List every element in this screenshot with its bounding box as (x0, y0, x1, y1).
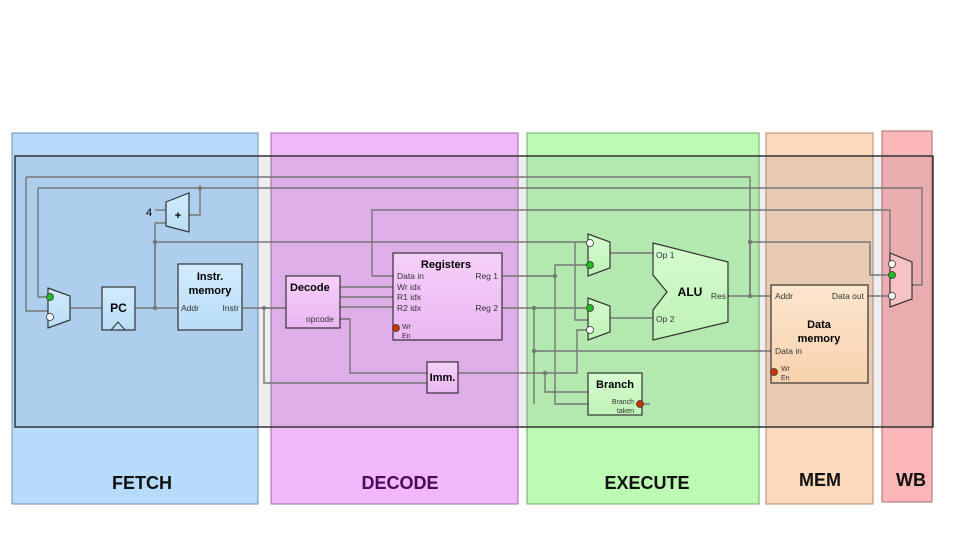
adder-symbol: + (175, 210, 181, 222)
registers-title: Registers (421, 259, 471, 271)
data-memory: Addr Data out Data memory Data in Wr En (770, 284, 869, 384)
data-mem-data-in-port: Data in (775, 346, 802, 356)
stage-wb-panel (881, 130, 933, 503)
stage-label-mem: MEM (799, 470, 841, 490)
alu-op1-port: Op 1 (656, 250, 675, 260)
instr-mem-addr-port: Addr (181, 303, 199, 313)
branch-unit: Branch Branch taken (587, 372, 644, 416)
stage-label-wb: WB (896, 470, 926, 490)
alu-operand1-mux (586, 233, 611, 277)
branch-out-label-1: Branch (612, 399, 634, 406)
registers-r2-idx-port: R2 idx (397, 303, 422, 313)
instr-mem-title-2: memory (189, 285, 233, 297)
alu-res-port: Res (711, 291, 726, 301)
data-mem-title-1: Data (807, 319, 832, 331)
data-mem-wr-label: Wr (781, 366, 790, 373)
register-file: Registers Data in Wr idx R1 idx R2 idx R… (392, 252, 503, 341)
data-mem-en-label: En (781, 375, 790, 382)
imm-title: Imm. (430, 372, 456, 384)
pc-adder: + 4 (146, 192, 190, 233)
stage-label-execute: EXECUTE (604, 473, 689, 493)
alu-operand2-mux (586, 297, 611, 341)
branch-out-label-2: taken (617, 408, 634, 415)
immediate-unit: Imm. (426, 361, 459, 394)
instr-mem-instr-port: Instr (222, 303, 239, 313)
registers-data-in-port: Data in (397, 271, 424, 281)
registers-r1-idx-port: R1 idx (397, 292, 422, 302)
wire-junctions (152, 185, 753, 376)
registers-en-label: En (402, 333, 411, 340)
pc-register: PC (101, 286, 136, 331)
registers-reg1-port: Reg 1 (475, 271, 498, 281)
stage-label-decode: DECODE (361, 473, 438, 493)
registers-wr-idx-port: Wr idx (397, 282, 422, 292)
stage-labels: FETCH DECODE EXECUTE MEM WB (112, 470, 926, 493)
alu-title: ALU (678, 285, 703, 299)
stage-label-fetch: FETCH (112, 473, 172, 493)
pc-label: PC (110, 301, 127, 315)
branch-title: Branch (596, 379, 634, 391)
fetch-mux (46, 287, 71, 329)
data-mem-data-out-port: Data out (832, 291, 865, 301)
branch-taken-dot (636, 400, 644, 408)
decode-opcode-port: opcode (306, 314, 334, 324)
adder-constant: 4 (146, 207, 152, 219)
unselected-input-dot (46, 313, 54, 321)
writeback-mux (888, 252, 913, 308)
alu-op2-port: Op 2 (656, 314, 675, 324)
registers-reg2-port: Reg 2 (475, 303, 498, 313)
registers-wr-label: Wr (402, 324, 411, 331)
data-mem-addr-port: Addr (775, 291, 793, 301)
instr-mem-title-1: Instr. (197, 271, 223, 283)
data-mem-title-2: memory (798, 333, 842, 345)
select-input-dot (46, 293, 54, 301)
data-mem-write-enable-dot (770, 368, 778, 376)
decode-unit: Decode opcode (285, 275, 341, 329)
decode-title: Decode (290, 282, 330, 294)
alu: ALU Op 1 Op 2 Res (652, 242, 729, 341)
registers-write-enable-dot (392, 324, 400, 332)
wires (25, 176, 923, 405)
instruction-memory: Instr. memory Addr Instr (177, 263, 243, 331)
